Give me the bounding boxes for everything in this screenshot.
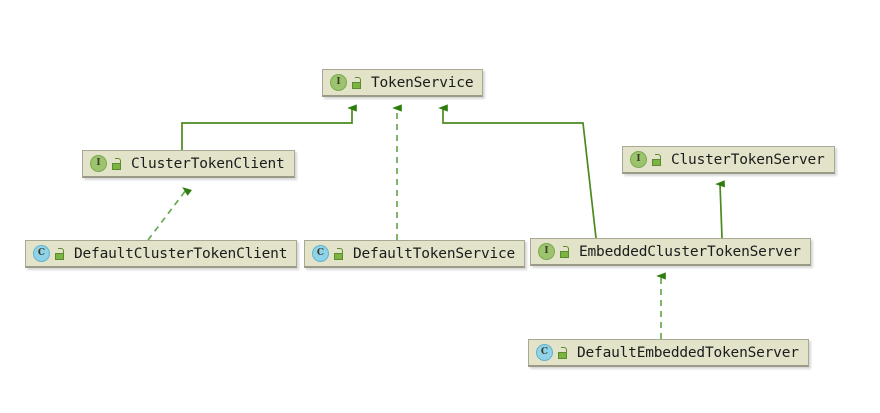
edge-embedded-cluster-token-server-to-token-service <box>438 104 597 239</box>
interface-icon: I <box>630 151 647 168</box>
class-icon: C <box>312 245 329 262</box>
node-icon-group: I <box>538 243 570 260</box>
uml-node-default-token-service[interactable]: C DefaultTokenService <box>304 240 526 268</box>
node-icon-group: I <box>630 151 662 168</box>
edge-default-cluster-token-client-to-cluster-token-client <box>147 187 192 241</box>
uml-node-token-service[interactable]: I TokenService <box>322 69 484 97</box>
edge-cluster-token-client-to-token-service <box>181 104 357 150</box>
uml-node-label: TokenService <box>371 74 474 91</box>
uml-node-embedded-cluster-token-server[interactable]: I EmbeddedClusterTokenServer <box>530 238 811 266</box>
public-unlock-icon <box>111 157 122 170</box>
uml-node-label: ClusterTokenClient <box>131 155 285 172</box>
public-unlock-icon <box>54 247 65 260</box>
uml-node-default-embedded-token-server[interactable]: C DefaultEmbeddedTokenServer <box>528 339 809 367</box>
public-unlock-icon <box>333 247 344 260</box>
uml-node-label: EmbeddedClusterTokenServer <box>579 243 801 260</box>
uml-node-label: ClusterTokenServer <box>671 151 825 168</box>
class-icon: C <box>536 344 553 361</box>
class-icon: C <box>33 245 50 262</box>
uml-node-cluster-token-server[interactable]: I ClusterTokenServer <box>622 146 835 174</box>
uml-node-label: DefaultTokenService <box>353 245 516 262</box>
public-unlock-icon <box>557 346 568 359</box>
public-unlock-icon <box>559 245 570 258</box>
uml-node-label: DefaultClusterTokenClient <box>74 245 288 262</box>
public-unlock-icon <box>351 76 362 89</box>
node-icon-group: I <box>330 74 362 91</box>
uml-node-default-cluster-token-client[interactable]: C DefaultClusterTokenClient <box>25 240 298 268</box>
node-icon-group: C <box>312 245 344 262</box>
node-icon-group: C <box>33 245 65 262</box>
uml-node-label: DefaultEmbeddedTokenServer <box>577 344 799 361</box>
interface-icon: I <box>90 155 107 172</box>
uml-node-cluster-token-client[interactable]: I ClusterTokenClient <box>82 150 295 178</box>
interface-icon: I <box>538 243 555 260</box>
edge-embedded-cluster-token-server-to-cluster-token-server <box>715 180 725 239</box>
public-unlock-icon <box>651 153 662 166</box>
node-icon-group: I <box>90 155 122 172</box>
interface-icon: I <box>330 74 347 91</box>
node-icon-group: C <box>536 344 568 361</box>
